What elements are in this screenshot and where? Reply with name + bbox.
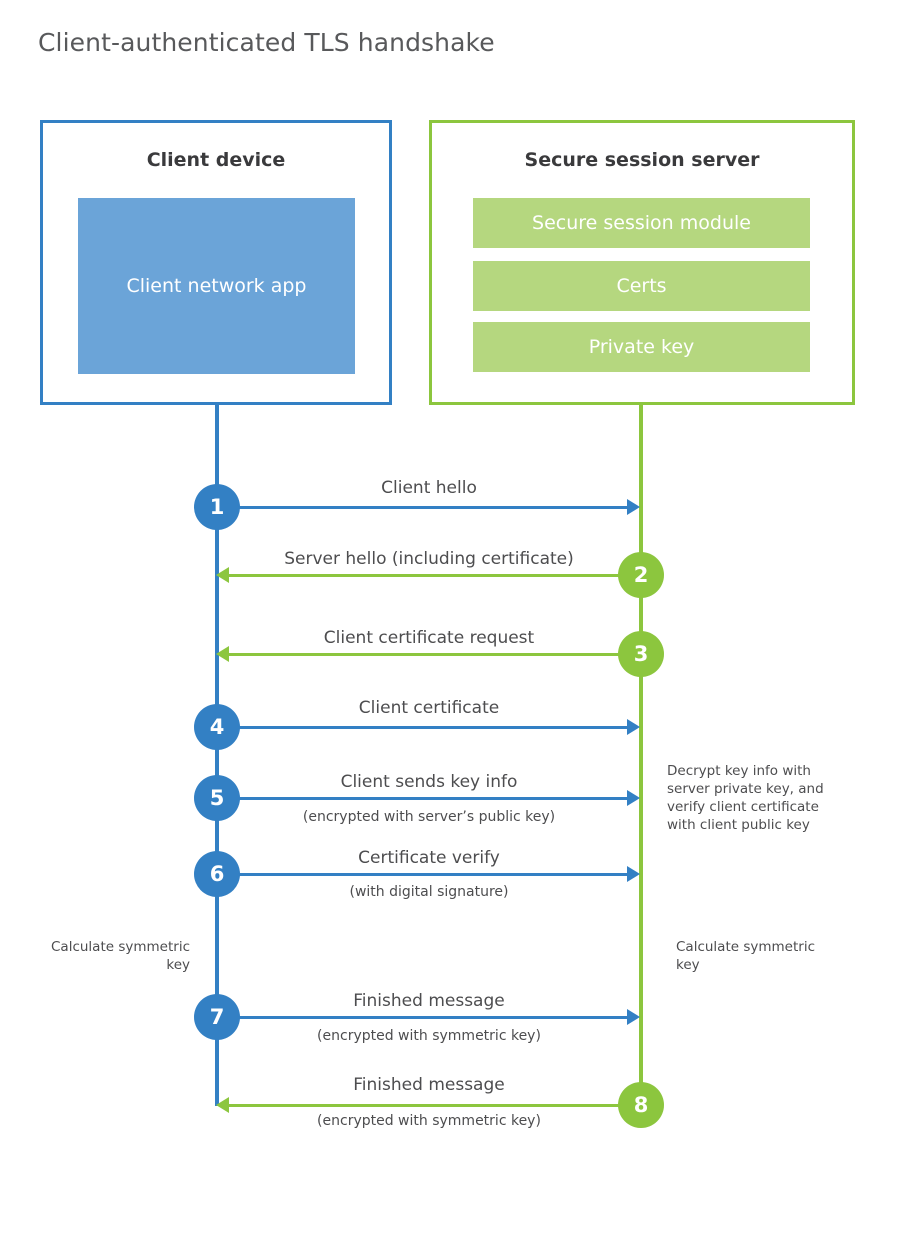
arrowhead-right-icon — [627, 719, 640, 735]
message-arrow-line-4 — [217, 726, 629, 729]
message-sublabel-8: (encrypted with symmetric key) — [317, 1113, 541, 1129]
secure-session-server-heading: Secure session server — [524, 149, 760, 171]
arrowhead-right-icon — [627, 1009, 640, 1025]
server-lifeline — [639, 405, 643, 1106]
message-arrow-line-7 — [217, 1016, 629, 1019]
message-arrow-line-6 — [217, 873, 629, 876]
arrowhead-right-icon — [627, 866, 640, 882]
step-number-8: 8 — [618, 1082, 664, 1128]
message-sublabel-7: (encrypted with symmetric key) — [317, 1028, 541, 1044]
client-network-app-block: Client network app — [78, 198, 355, 374]
step-number-5: 5 — [194, 775, 240, 821]
server-component-secure-session-module: Secure session module — [473, 198, 810, 248]
message-arrow-line-3 — [229, 653, 641, 656]
message-label-2: Server hello (including certificate) — [284, 549, 574, 569]
arrowhead-left-icon — [216, 1097, 229, 1113]
message-arrow-line-5 — [217, 797, 629, 800]
step-number-2: 2 — [618, 552, 664, 598]
step-number-7: 7 — [194, 994, 240, 1040]
arrowhead-right-icon — [627, 790, 640, 806]
message-sublabel-5: (encrypted with server’s public key) — [302, 809, 556, 825]
step-number-6: 6 — [194, 851, 240, 897]
server-component-private-key: Private key — [473, 322, 810, 372]
message-sublabel-6: (with digital signature) — [349, 884, 509, 900]
message-label-6: Certificate verify — [358, 848, 500, 868]
arrowhead-right-icon — [627, 499, 640, 515]
message-label-4: Client certificate — [358, 698, 500, 718]
client-device-box: Client device Client network app — [40, 120, 392, 405]
server-component-certs: Certs — [473, 261, 810, 311]
note-server-decrypt: Decrypt key info with server private key… — [667, 763, 824, 833]
message-label-7: Finished message — [353, 991, 505, 1011]
arrowhead-left-icon — [216, 646, 229, 662]
client-lifeline — [215, 405, 219, 1106]
message-arrow-line-2 — [229, 574, 641, 577]
message-label-3: Client certificate request — [323, 628, 535, 648]
page-title: Client-authenticated TLS handshake — [38, 28, 495, 57]
message-arrow-line-8 — [229, 1104, 641, 1107]
step-number-1: 1 — [194, 484, 240, 530]
message-label-5: Client sends key info — [340, 772, 518, 792]
client-device-heading: Client device — [146, 149, 286, 171]
secure-session-server-box: Secure session server Secure session mod… — [429, 120, 855, 405]
message-label-1: Client hello — [381, 478, 477, 498]
message-label-8: Finished message — [353, 1075, 505, 1095]
note-client-calculate-symmetric-key: Calculate symmetric key — [51, 939, 190, 973]
note-server-calculate-symmetric-key: Calculate symmetric key — [676, 939, 815, 973]
step-number-3: 3 — [618, 631, 664, 677]
arrowhead-left-icon — [216, 567, 229, 583]
step-number-4: 4 — [194, 704, 240, 750]
message-arrow-line-1 — [217, 506, 629, 509]
